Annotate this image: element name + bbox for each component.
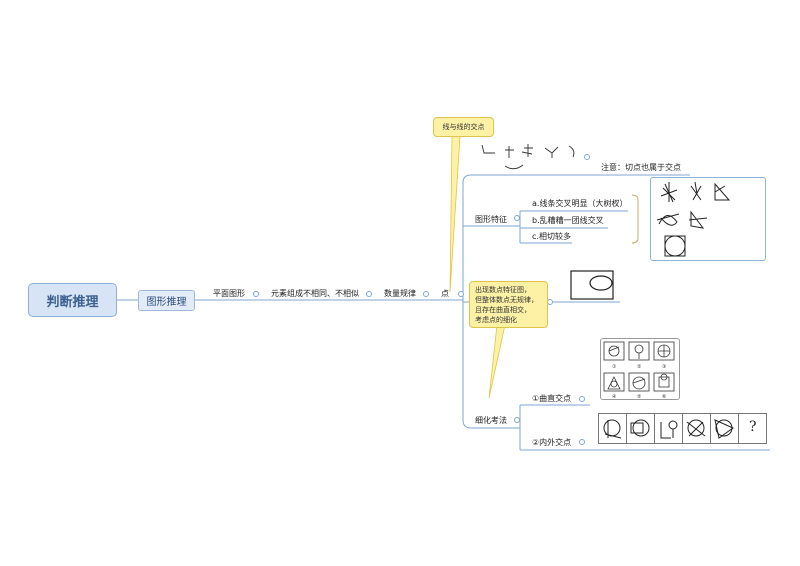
node-element-composition[interactable]: 元素组成不相同、不相似	[271, 289, 359, 298]
figure-cell: ?	[738, 413, 767, 444]
figure-cell	[710, 413, 739, 444]
question-mark: ?	[749, 419, 757, 435]
feature-item-c[interactable]: c.相切较多	[532, 232, 571, 241]
figure-cell	[654, 413, 683, 444]
rect-ellipse-figure	[570, 270, 616, 300]
curve-straight-figures: ① ② ③ ④ ⑤ ⑥	[600, 338, 680, 400]
node-plane-figure[interactable]: 平面图形	[213, 289, 245, 298]
figure-cell	[626, 413, 655, 444]
feature-item-a[interactable]: a.线条交叉明显（大树杈）	[532, 199, 628, 208]
node-tangent-note[interactable]: 注意：切点也属于交点	[601, 163, 681, 172]
circle-line-icon	[603, 419, 622, 439]
callout-line: 但整体数点无规律，	[475, 296, 538, 304]
refinement-item-inner-outer[interactable]: ②内外交点	[532, 438, 572, 447]
svg-text:①: ①	[612, 364, 617, 370]
root-node[interactable]: 判断推理	[28, 283, 117, 317]
curve-straight-icon: ① ② ③ ④ ⑤ ⑥	[603, 341, 675, 400]
svg-text:④: ④	[612, 394, 617, 399]
node-features[interactable]: 图形特征	[475, 215, 507, 224]
svg-text:⑥: ⑥	[662, 394, 667, 399]
circle-cross-icon	[686, 419, 706, 437]
node-quantity-rule[interactable]: 数量规律	[384, 289, 416, 298]
feature-sketch-icon	[656, 181, 731, 257]
figure-cell	[598, 413, 627, 444]
callout-line: 出现数点特征图，	[475, 286, 531, 294]
callout-line: 且存在曲直相交，	[475, 306, 531, 314]
inner-outer-figure-row: ?	[598, 413, 768, 445]
figure-cell	[682, 413, 711, 444]
feature-item-b[interactable]: b.乱糟糟一团线交叉	[532, 216, 604, 225]
svg-text:②: ②	[637, 364, 642, 370]
callout-feature-note[interactable]: 出现数点特征图， 但整体数点无规律， 且存在曲直相交， 考虑点的细化	[469, 281, 548, 328]
circle-rect-icon	[630, 419, 650, 437]
rect-ellipse-icon	[570, 270, 614, 300]
loop-icon	[660, 420, 678, 439]
node-refinement[interactable]: 细化考法	[475, 416, 507, 425]
circle-triangle-icon	[714, 419, 735, 439]
svg-text:⑤: ⑤	[637, 394, 641, 399]
refinement-item-curve-straight[interactable]: ①曲直交点	[532, 394, 572, 403]
node-point[interactable]: 点	[441, 289, 449, 298]
node-graphic-reasoning[interactable]: 图形推理	[138, 290, 195, 311]
svg-text:③: ③	[662, 364, 666, 370]
callout-line: 考虑点的细化	[475, 316, 517, 324]
callout-line-intersection[interactable]: 线与线的交点	[433, 117, 494, 137]
feature-figures-image	[650, 177, 766, 261]
